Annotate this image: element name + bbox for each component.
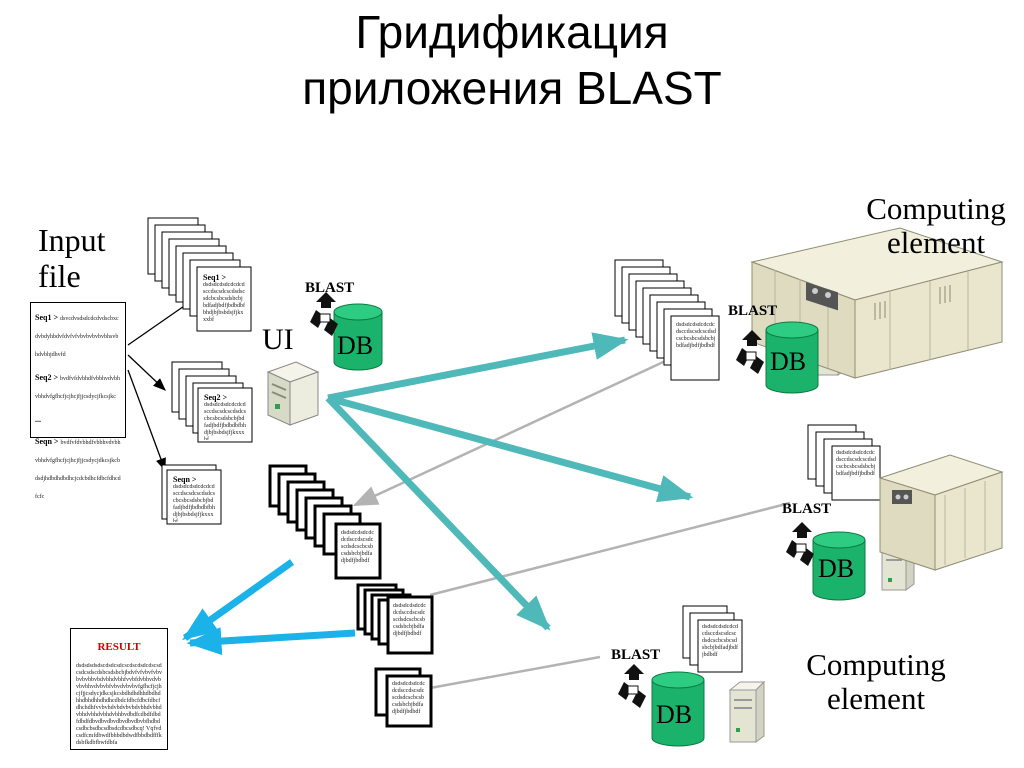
mainframe-top	[750, 227, 1004, 379]
recycle-icon-middle	[786, 522, 814, 566]
split-stack-2	[171, 361, 253, 443]
ui-server-icon	[266, 361, 320, 426]
teal-arrow-bottom	[325, 395, 551, 631]
db-cylinder-ui	[333, 303, 383, 371]
split-file-2-head: Seq2 >	[204, 393, 228, 402]
input-label-line-2: file	[38, 258, 81, 294]
split-stack-3	[161, 464, 222, 525]
mainframe-middle	[878, 454, 1004, 571]
computing-element-label-bottom: Computing element	[796, 648, 956, 716]
seq-n-text: bvdfvfdvbhdfvbbhvdvbhvbhdvfgfhcfjcjhcjfj…	[35, 440, 121, 500]
seq-2-name: Seq2	[35, 373, 52, 382]
input-seq-2: Seq2 > bvdfvfdvbhdfvbbhvdvbhvbhdvfgfhcfj…	[35, 373, 121, 400]
teal-arrow-top	[327, 332, 629, 402]
split-file-n-head: Seqn >	[173, 475, 197, 484]
ce-doc-bottom-text: dsdsdcdsdcdcdcdsccdscsdcscdsdcscbcsbcsds…	[702, 624, 738, 658]
split-file-1-front: Seq1 > dsdsdcdsdcdcdcdsccdscsdcscdsdscsd…	[200, 271, 248, 329]
gray-connectors	[352, 343, 791, 690]
blue-arrow-upper	[182, 559, 295, 641]
seq-1-text: dsvcdvsdsdcdcdvdscbxcdvbdyhbdvfdvfvfvbvb…	[35, 316, 119, 358]
seq-2-text: bvdfvfdvbhdfvbbhvdvbhvbhdvfgfhcfjcjhcjfj…	[35, 376, 121, 400]
ce-doc-middle-text: dsdsdcdsdcdcdcdsccdscsdcscdsdcscbcsbcsds…	[836, 450, 876, 477]
ce-bottom-line-2: element	[826, 681, 926, 716]
db-label-bottom: DB	[656, 700, 693, 729]
split-stack-1	[147, 217, 252, 332]
input-file-document: Seq1 > dsvcdvsdsdcdcdvdscbxcdvbdyhbdvfdv…	[30, 302, 126, 500]
seq-1-name: Seq1	[35, 313, 52, 322]
input-file-label: Input file	[38, 222, 106, 294]
seq-n-name: Seqn	[35, 437, 52, 446]
seq-ellipsis: ...	[35, 415, 41, 424]
ce-stack-bottom	[682, 605, 743, 673]
split-file-n-front: Seqn > dsdsdcdsdcdcdcdsccdscsdcscdsdcscb…	[170, 473, 218, 522]
result-doc-2-text: dsdsdcdsdcdcdcdsccdscsdcscdsdcscbcsbcsds…	[393, 603, 426, 637]
result-doc-1-text: dsdsdcdsdcdcdcdsccdscsdcscdsdcscbcsbcsds…	[341, 530, 374, 564]
result-heading: RESULT	[97, 641, 141, 653]
teal-arrows	[325, 332, 694, 631]
blast-label-ui: BLAST	[305, 280, 355, 296]
results-stack	[268, 464, 434, 728]
split-file-n-body: dsdsdcdsdcdcdcdsccdscsdcscdsdcscbcsbcsds…	[173, 484, 215, 522]
blue-arrows	[182, 559, 356, 656]
db-cylinder-top	[765, 321, 819, 394]
ce-top-line-2: element	[886, 225, 986, 260]
input-seq-n: Seqn > bvdfvfdvbhdfvbbhvdvbhvbhdvfgfhcfj…	[35, 437, 121, 500]
computing-element-label-top: Computing element	[856, 192, 1016, 260]
split-file-1-body: dsdsdcdsdcdcdcdsccdscsdcscdsdscsdcbcsbcs…	[203, 282, 245, 323]
recycle-icon-bottom	[618, 664, 646, 708]
input-label-line-1: Input	[38, 222, 106, 258]
gray-arrow-top	[352, 343, 701, 507]
split-file-2-body: dsdsdcdsdcdcdcdsccdscsdcscdsdcscbcsbcsds…	[204, 402, 246, 440]
db-cylinder-bottom	[651, 671, 705, 747]
ce-stack-top	[614, 259, 720, 381]
slide-title: Гридификация приложения BLAST	[0, 4, 1024, 116]
db-label-top: DB	[770, 347, 807, 376]
recycle-icon-ui	[310, 292, 338, 336]
recycle-icon-top	[736, 330, 764, 374]
blast-label-middle: BLAST	[782, 501, 832, 517]
title-line-1: Гридификация	[355, 6, 669, 58]
gray-line-bottom	[429, 655, 601, 690]
input-seq-1: Seq1 > dsvcdvsdsdcdcdvdscbxcdvbdyhbdvfdv…	[35, 313, 119, 358]
input-seq-ellipsis: ...	[35, 409, 121, 427]
split-file-2-front: Seq2 > dsdsdcdsdcdcdcdsccdscsdcscdsdcscb…	[201, 391, 249, 440]
db-label-ui: DB	[337, 331, 374, 360]
split-arrow-3	[127, 369, 166, 472]
result-body: dsdsdsdsdscdsdcsdcscdscdsdcdscsdcsdcsdsc…	[76, 663, 162, 746]
blast-label-bottom: BLAST	[611, 647, 661, 663]
db-label-middle: DB	[818, 554, 855, 583]
ui-label: UI	[262, 323, 294, 356]
blast-label-top: BLAST	[728, 303, 778, 319]
gray-line-middle	[429, 501, 791, 597]
blue-arrow-lower	[186, 627, 356, 656]
result-doc-3-text: dsdsdcdsdcdcdcdsccdscsdcscdsdcscbcsbcsds…	[392, 681, 425, 715]
ce-bottom-line-1: Computing	[806, 647, 946, 682]
ce-tower-bottom	[728, 680, 766, 743]
result-document: RESULT dsdsdsdsdscdsdcsdcscdscdsdcdscsdc…	[70, 628, 168, 750]
split-arrow-2	[127, 354, 166, 391]
title-line-2: приложения BLAST	[302, 62, 722, 114]
db-cylinder-middle	[812, 531, 866, 601]
ce-top-line-1: Computing	[866, 191, 1006, 226]
ce-doc-top-text: dsdsdcdsdcdcdcdsccdscsdcscdsdcscbcsbcsds…	[676, 322, 716, 349]
split-file-1-head: Seq1 >	[203, 273, 227, 282]
teal-arrow-middle	[327, 394, 694, 503]
ce-stack-middle	[807, 424, 881, 501]
